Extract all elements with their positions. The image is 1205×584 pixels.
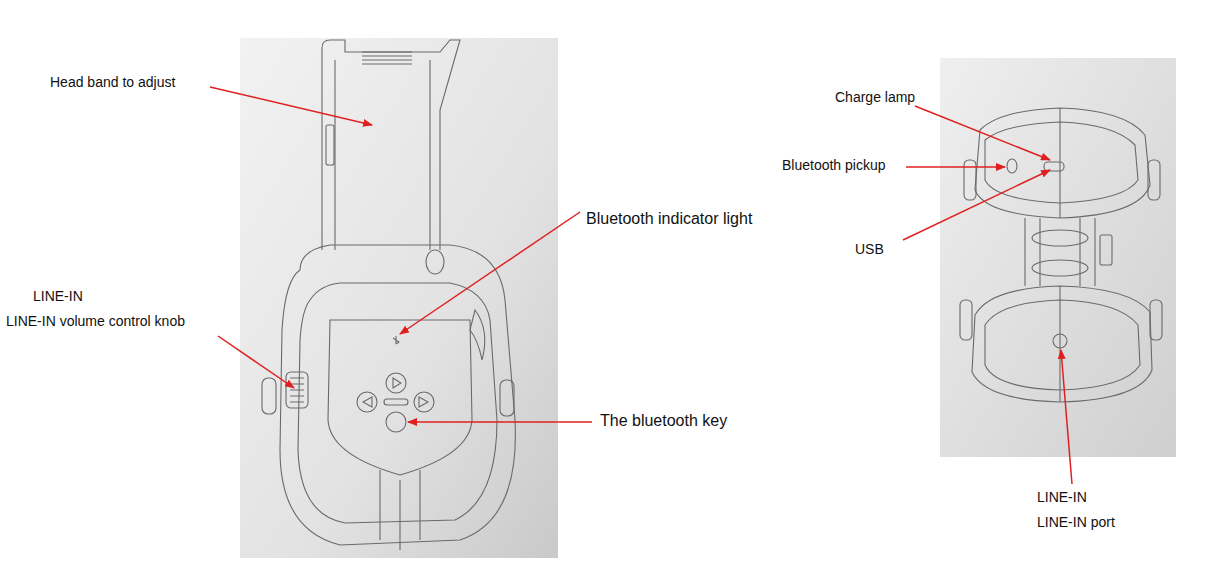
headphone-front (262, 40, 515, 550)
callout-label: Bluetooth indicator light (586, 209, 752, 228)
callout-label: Bluetooth pickup (782, 157, 886, 174)
callout-label: Charge lamp (835, 89, 915, 106)
panel (940, 58, 1176, 457)
leader-line (210, 87, 1072, 484)
callout-label: LINE-IN port (1037, 514, 1115, 531)
callout-label: LINE-IN (33, 288, 83, 305)
callout-label: USB (855, 241, 884, 258)
callout-label: LINE-IN (1037, 489, 1087, 506)
panel (240, 38, 558, 558)
callout-label: LINE-IN volume control knob (6, 313, 185, 330)
callout-label: Head band to adjust (50, 74, 175, 91)
callout-label: The bluetooth key (600, 411, 727, 430)
